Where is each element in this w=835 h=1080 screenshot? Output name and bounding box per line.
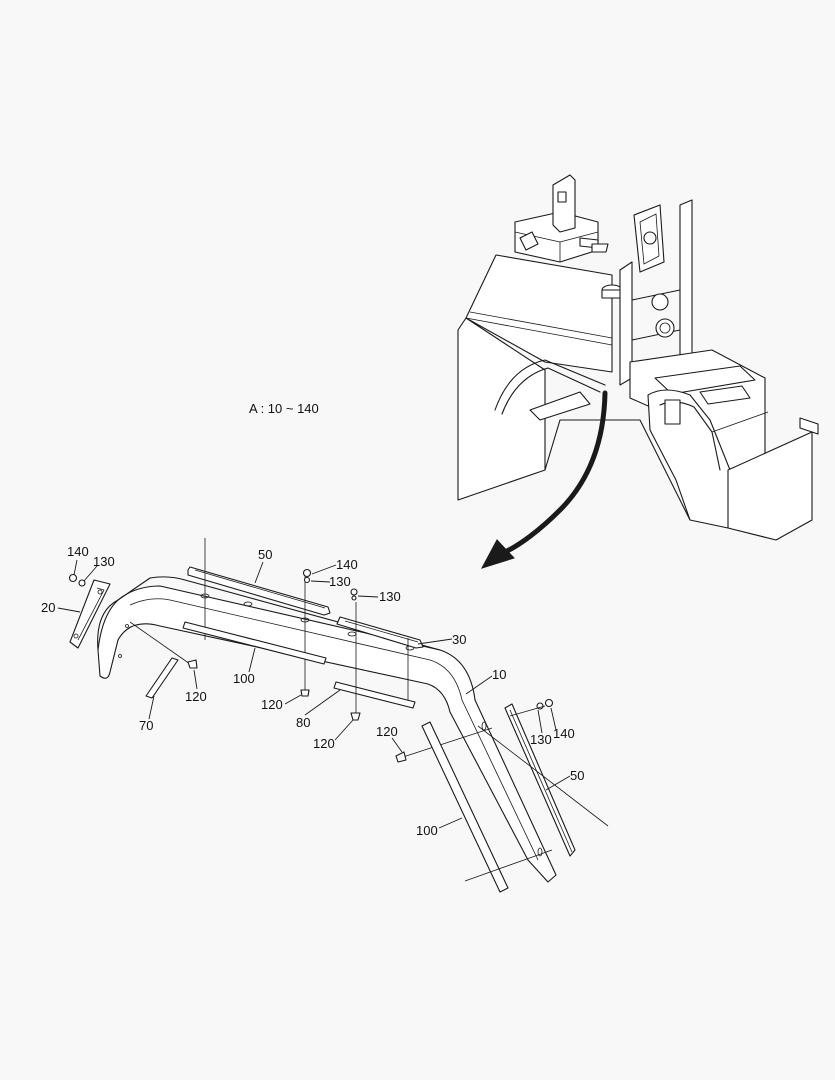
callout-140: 140 [67,544,89,559]
leader-lines [57,559,571,829]
plate-part-100-left [182,621,327,665]
callout-120: 120 [261,697,283,712]
callout-140: 140 [553,726,575,741]
rail-part-50-top [187,566,331,616]
fender-part-10 [97,585,557,883]
view-arrow [480,390,608,569]
callout-130: 130 [379,589,401,604]
strip-part-70 [145,657,179,699]
callout-100: 100 [416,823,438,838]
callout-120: 120 [185,689,207,704]
plate-part-80 [333,681,416,709]
callout-130: 130 [93,554,115,569]
callout-100: 100 [233,671,255,686]
callout-50: 50 [570,768,584,783]
callout-120: 120 [376,724,398,739]
callout-10: 10 [492,667,506,682]
machine-overview [457,174,819,541]
callout-80: 80 [296,715,310,730]
callout-140: 140 [336,557,358,572]
plate-part-100-right [421,721,509,893]
callout-70: 70 [139,718,153,733]
callout-130: 130 [530,732,552,747]
callout-labels: 140 130 20 50 140 130 130 30 120 100 70 … [41,544,584,838]
callout-30: 30 [452,632,466,647]
callout-20: 20 [41,600,55,615]
callout-130: 130 [329,574,351,589]
callout-50: 50 [258,547,272,562]
view-caption: A : 10 ~ 140 [249,401,319,416]
callout-120: 120 [313,736,335,751]
exploded-fender-view [68,538,609,893]
